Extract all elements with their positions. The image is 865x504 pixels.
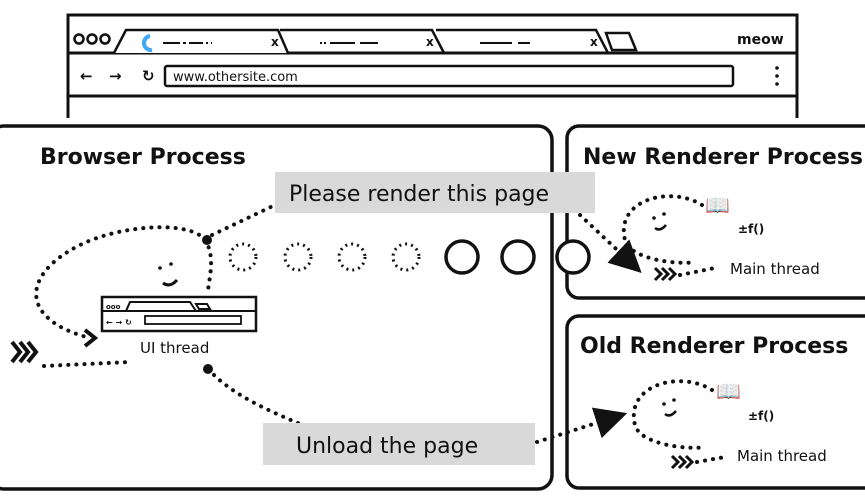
render-message-label: Please render this page — [289, 182, 549, 207]
new-renderer-title: New Renderer Process — [583, 145, 863, 170]
tab-close-icon[interactable]: x — [271, 35, 279, 49]
unload-message-label: Unload the page — [296, 434, 478, 459]
book-tools-icon: 📖 — [716, 379, 741, 403]
render-message-label-bg — [275, 172, 595, 213]
svg-text:ooo: ooo — [106, 303, 121, 311]
profile-label: meow — [737, 32, 784, 48]
new-renderer-thread-label: Main thread — [730, 260, 820, 278]
tab-active[interactable]: x — [112, 28, 290, 54]
address-bar[interactable] — [163, 64, 735, 88]
svg-text:±f(): ±f() — [748, 409, 774, 423]
window-controls[interactable] — [73, 33, 111, 45]
new-tab-button[interactable] — [604, 31, 638, 52]
svg-text:±f(): ±f() — [738, 222, 764, 236]
browser-process-box — [0, 124, 554, 491]
ui-thread: ooo ← → ↻ UI thread — [10, 225, 258, 368]
kebab-menu-icon[interactable] — [775, 66, 779, 86]
tab-close-icon[interactable]: x — [426, 35, 434, 49]
address-text[interactable]: www.othersite.com — [173, 70, 298, 85]
svg-text:← → ↻: ← → ↻ — [106, 318, 132, 327]
ipc-message-queue — [228, 239, 536, 275]
thread-chevrons-icon — [10, 340, 39, 364]
mini-browser-icon: ooo ← → ↻ — [100, 295, 258, 333]
reload-icon[interactable]: ↻ — [142, 67, 155, 85]
ui-thread-label: UI thread — [140, 339, 209, 357]
book-tools-icon: 📖 — [705, 193, 730, 217]
tab-close-icon[interactable]: x — [590, 35, 598, 49]
back-arrow-icon[interactable]: ← — [80, 67, 93, 85]
forward-arrow-icon[interactable]: → — [109, 67, 122, 85]
loading-spinner-icon — [141, 34, 153, 53]
renderer-main-thread-character: 📖 ±f() — [631, 379, 774, 470]
tab[interactable]: x — [436, 28, 610, 54]
unload-message-label-bg — [263, 423, 535, 465]
old-renderer-process-box — [565, 314, 865, 490]
browser-process-title: Browser Process — [40, 145, 246, 170]
tab[interactable]: x — [280, 28, 446, 54]
old-renderer-title: Old Renderer Process — [580, 334, 848, 359]
browser-window: x x x meow ← → ↻ www.othersite.com — [66, 13, 799, 118]
old-renderer-thread-label: Main thread — [737, 447, 827, 465]
